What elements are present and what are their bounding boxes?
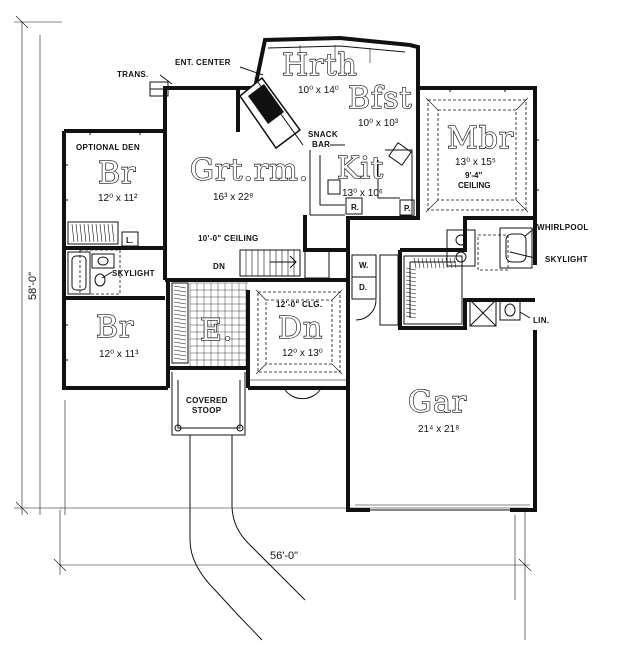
interior-walls	[64, 88, 535, 370]
optional-den-label: OPTIONAL DEN	[76, 143, 140, 152]
room-name-bedroom-1: Br	[98, 156, 136, 191]
pantry-label: P.	[404, 204, 411, 213]
stair-down-label: DN	[213, 262, 225, 271]
overall-depth: 58'-0"	[27, 272, 39, 300]
foyer-tile	[189, 282, 248, 366]
windows	[62, 86, 539, 361]
dining-tray-ceiling	[255, 289, 343, 400]
closet-master	[403, 255, 463, 325]
linen-closet-label: L.	[126, 236, 133, 245]
ent-center-label: ENT. CENTER	[175, 58, 231, 67]
depth-dimension-line	[14, 15, 62, 515]
room-name-kitchen: Kit	[337, 151, 384, 186]
room-name-master-bedroom: Mbr	[447, 121, 514, 156]
skylight-right-label: SKYLIGHT	[545, 255, 588, 264]
room-name-dining: Dn	[278, 311, 323, 346]
room-size-kitchen: 13⁰ x 10⁶	[342, 188, 383, 199]
master-bath	[446, 227, 533, 327]
room-size-bedroom-1: 12⁰ x 11²	[98, 193, 138, 204]
room-size-bedroom-2: 12⁰ x 11³	[99, 349, 139, 360]
skylight-left-label: SKYLIGHT	[112, 269, 155, 278]
room-name-bedroom-2: Br	[96, 310, 134, 345]
room-name-hearth: Hrth	[282, 48, 358, 83]
width-dimension-line	[53, 507, 532, 640]
site-lines	[39, 35, 516, 600]
washer-label: W.	[359, 261, 368, 270]
den-closet	[67, 221, 139, 247]
laundry	[351, 254, 399, 326]
room-name-entry: E.	[200, 313, 233, 348]
mbr-ceiling-word: CEILING	[458, 181, 490, 190]
room-name-great-room: Grt.rm.	[190, 153, 309, 188]
mbr-tray-ceiling	[425, 97, 529, 213]
dryer-label: D.	[359, 283, 367, 292]
room-size-garage: 21⁴ x 21⁸	[418, 424, 459, 435]
room-size-master-bedroom: 13⁰ x 15⁵	[455, 157, 496, 168]
stair	[239, 249, 330, 279]
stoop-label: STOOP	[192, 406, 222, 415]
room-size-great-room: 16³ x 22⁸	[213, 192, 253, 203]
room-size-hearth: 10⁰ x 14⁰	[298, 85, 339, 96]
leader-lines	[101, 66, 536, 319]
overall-width: 56'-0"	[270, 550, 298, 562]
covered-stoop	[171, 372, 246, 436]
snack-label: SNACK	[308, 130, 338, 139]
whirlpool-label: WHIRLPOOL	[537, 223, 589, 232]
hall-bath	[67, 249, 121, 295]
room-size-breakfast: 10⁰ x 10³	[358, 118, 399, 129]
covered-label: COVERED	[186, 396, 228, 405]
transom	[149, 81, 169, 97]
dining-ceiling: 12'-0" CLG.	[276, 300, 322, 309]
kitchen-counters	[309, 142, 415, 217]
room-name-breakfast: Bfst	[348, 81, 413, 116]
room-name-garage: Gar	[408, 385, 467, 420]
front-walk	[189, 435, 306, 641]
garage	[355, 504, 530, 511]
room-size-dining: 12⁰ x 13⁰	[282, 348, 323, 359]
great-room-ceiling: 10'-0" CEILING	[198, 234, 259, 243]
trans-label: TRANS.	[117, 70, 149, 79]
linen-label: LIN.	[533, 316, 549, 325]
refrigerator-label: R.	[351, 203, 359, 212]
fireplace	[238, 76, 304, 150]
bar-label: BAR	[312, 140, 330, 149]
mbr-ceiling-height: 9'-4"	[465, 171, 482, 180]
exterior-walls	[62, 35, 537, 512]
bedroom-closet	[171, 282, 189, 364]
hearth-bay	[267, 45, 406, 63]
